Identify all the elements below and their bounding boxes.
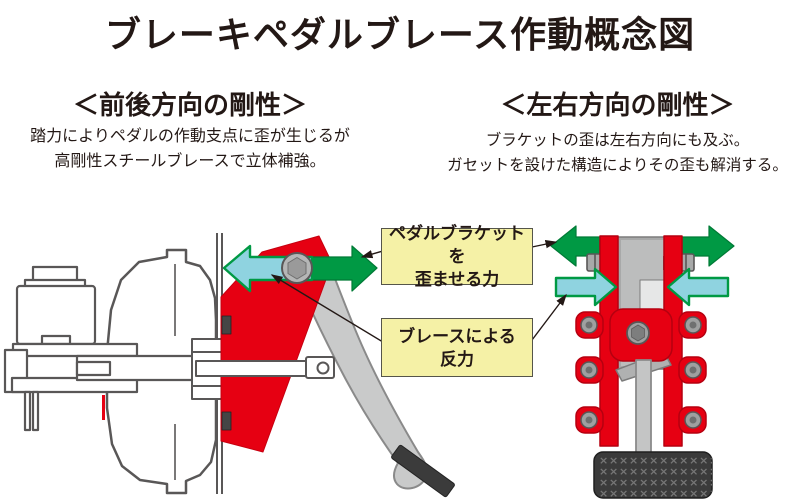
left-section-heading: ＜前後方向の剛性＞: [72, 90, 307, 120]
callout-line: 歪ませる力: [414, 270, 500, 289]
reservoir-port: [40, 334, 72, 346]
left-section-description: 踏力によりペダルの作動支点に歪が生じるが 高剛性スチールブレースで立体補強。: [5, 124, 375, 174]
master-cylinder: [3, 342, 197, 432]
gusset-tabs: [575, 311, 707, 434]
callout-leader-lines: [270, 240, 567, 343]
gusset-reaction-arrow-right-cyan: [666, 267, 730, 307]
pad-texture-row: ××××××××××××××: [599, 454, 739, 467]
pedal-arm-side: [283, 237, 429, 490]
callout-line: ペダルブラケットを: [389, 224, 525, 266]
fluid-reservoir: [15, 265, 97, 346]
right-desc-line1: ブラケットの歪は左右方向にも及ぶ。: [485, 132, 750, 149]
pedal-pad-front: ×××××××××××××× ×××××××××××××× ××××××××××…: [593, 451, 739, 500]
left-desc-line2: 高剛性スチールブレースで立体補強。: [54, 153, 326, 170]
callout-bracket-deform-force: ペダルブラケットを 歪ませる力: [381, 224, 533, 289]
push-rod: [195, 356, 335, 379]
red-detail-line: [102, 395, 105, 420]
callout-brace-reaction-force: ブレースによる 反力: [381, 318, 533, 377]
pad-texture-row: ××××××××××××××: [599, 465, 739, 478]
right-section-heading: ＜左右方向の剛性＞: [500, 90, 735, 120]
right-section-description: ブラケットの歪は左右方向にも及ぶ。 ガセットを設けた構造によりその歪も解消する。: [440, 128, 795, 178]
pedal-arm-front: [635, 359, 652, 461]
side-view-illustration: [3, 233, 455, 498]
pivot-housing: [609, 308, 673, 382]
front-view-illustration: ×××××××××××××× ×××××××××××××× ××××××××××…: [550, 225, 739, 500]
left-desc-line1: 踏力によりペダルの作動支点に歪が生じるが: [30, 128, 350, 145]
pad-texture-row: ××××××××××××××: [599, 487, 739, 500]
callout-line: 反力: [440, 349, 474, 369]
page-title: ブレーキペダルブレース作動概念図: [104, 14, 696, 55]
brace-mount-bolts: [221, 315, 232, 431]
pad-texture-row: ××××××××××××××: [599, 476, 739, 489]
pedal-pad-side: [391, 444, 455, 498]
pivot-bolt: [281, 252, 313, 284]
callout-line: ブレースによる: [398, 326, 516, 346]
right-desc-line2: ガセットを設けた構造によりその歪も解消する。: [447, 157, 788, 174]
